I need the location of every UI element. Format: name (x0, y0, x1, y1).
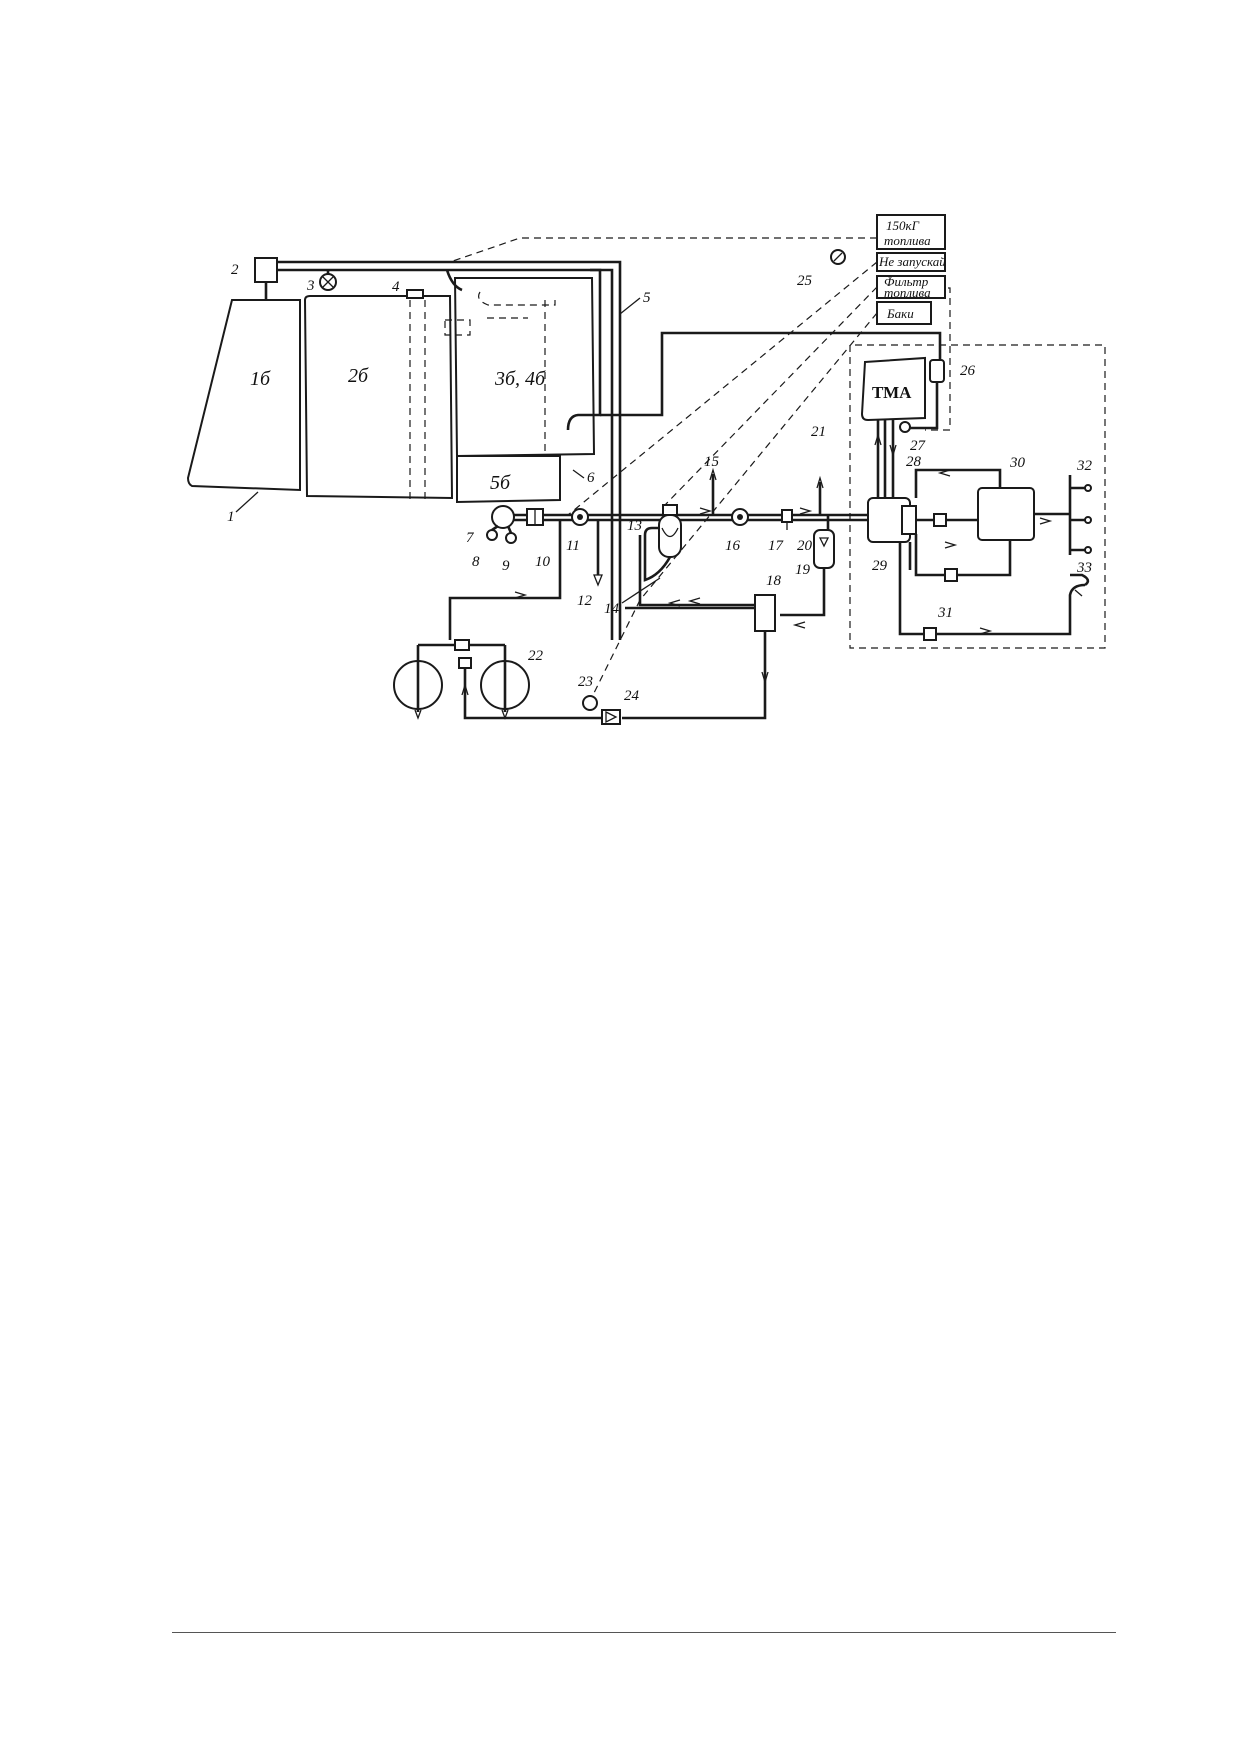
tank-2 (303, 295, 454, 500)
label-14: 14 (604, 601, 620, 617)
signal-150kg-fuel (876, 214, 946, 250)
tank-group: 1б 2б 3б, 4б 5б (186, 277, 596, 504)
label-9: 9 (502, 558, 510, 574)
label-24: 24 (624, 688, 640, 704)
label-18: 18 (766, 573, 782, 589)
label-22: 22 (528, 648, 544, 664)
pressure-switch-23 (582, 695, 598, 711)
tank-1 (186, 299, 301, 492)
tank-3-4 (453, 277, 596, 458)
label-6: 6 (587, 470, 595, 486)
fuel-system-diagram: 1б 2б 3б, 4б 5б (186, 214, 1106, 725)
label-13: 13 (627, 518, 642, 534)
fuel-pump-30 (977, 487, 1035, 541)
fitting-27 (899, 421, 911, 433)
tank-5-label: 5б (490, 472, 511, 494)
label-33: 33 (1076, 560, 1092, 576)
label-17: 17 (768, 538, 785, 554)
filter-26 (929, 359, 945, 383)
signal-150kg-line1: 150кГ (886, 218, 920, 233)
flow-arrows (514, 507, 813, 629)
accumulator-group (622, 504, 776, 720)
label-20: 20 (797, 538, 813, 554)
label-4: 4 (392, 279, 400, 295)
label-23: 23 (578, 674, 593, 690)
label-28: 28 (906, 454, 922, 470)
label-8: 8 (472, 554, 480, 570)
signal-filter-line2: топлива (884, 285, 931, 300)
float-gauge-2 (254, 257, 278, 283)
label-10: 10 (535, 554, 551, 570)
fitting-17 (781, 509, 793, 523)
label-31: 31 (937, 605, 953, 621)
label-25: 25 (797, 273, 813, 289)
footer-rule (172, 1632, 1116, 1633)
label-1: 1 (227, 509, 235, 525)
label-7: 7 (466, 530, 475, 546)
tank-2-label: 2б (348, 365, 369, 387)
tank-5 (456, 455, 561, 504)
injector-32a (1084, 484, 1092, 492)
label-11: 11 (566, 538, 580, 554)
warning-panel: 150кГ топлива Не запускай Фильтр топлива… (830, 214, 946, 325)
tank-fittings (254, 257, 424, 300)
booster-pump-19 (813, 529, 835, 569)
label-21: 21 (811, 424, 826, 440)
signal-wires (449, 237, 1106, 698)
bottom-line-instruments (582, 695, 621, 725)
signal-filter-line1: Фильтр (884, 274, 929, 289)
signal-tanks-text: Баки (886, 306, 914, 321)
label-2: 2 (231, 262, 239, 278)
label-32: 32 (1076, 458, 1093, 474)
drain-valve-8 (486, 529, 498, 541)
injector-32b (1084, 516, 1092, 524)
injector-32c (1084, 546, 1092, 554)
label-12: 12 (577, 593, 593, 609)
label-16: 16 (725, 538, 741, 554)
drain-valve-31 (923, 627, 937, 641)
shutoff-valve-7 (491, 505, 515, 529)
label-27: 27 (910, 438, 927, 454)
label-26: 26 (960, 363, 976, 379)
tma-unit (860, 356, 926, 422)
signal-no-start-text: Не запускай (878, 254, 946, 269)
drain-valve-9 (505, 532, 517, 544)
engine-area: ТМА (860, 356, 1092, 641)
supply-line (486, 467, 870, 617)
tank-1-label: 1б (250, 368, 271, 390)
label-29: 29 (872, 558, 888, 574)
label-3: 3 (306, 278, 315, 294)
label-5: 5 (643, 290, 651, 306)
label-19: 19 (795, 562, 811, 578)
label-30: 30 (1009, 455, 1026, 471)
filler-cap-4 (406, 289, 424, 299)
tank-3-4-label: 3б, 4б (494, 368, 546, 390)
tma-label: ТМА (872, 383, 912, 402)
number-labels: 1 2 3 4 5 6 7 8 9 10 11 12 13 14 15 16 1… (227, 262, 1093, 704)
pump-group (393, 520, 605, 720)
signal-150kg-line2: топлива (884, 233, 931, 248)
label-15: 15 (704, 454, 720, 470)
fuel-heater-18 (754, 594, 776, 632)
